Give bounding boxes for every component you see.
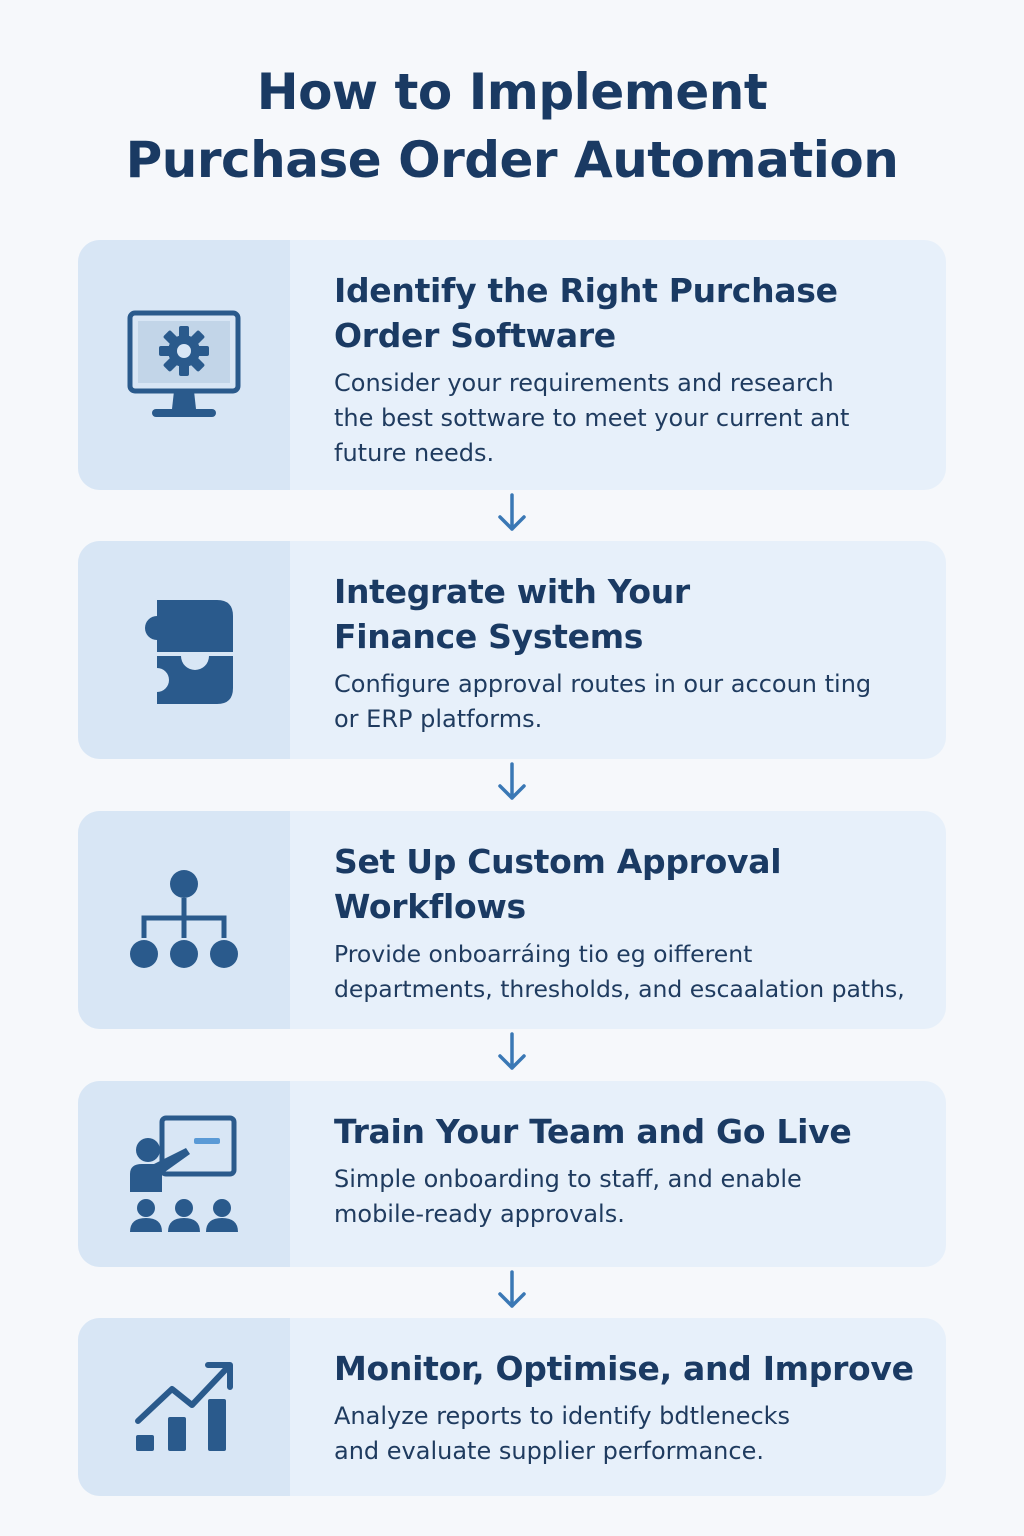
step-card-2: Integrate with Your Finance Systems Conf…	[78, 541, 946, 759]
step-5-heading: Monitor, Optimise, and Improve	[334, 1349, 914, 1388]
arrow-down-icon	[498, 493, 526, 531]
step-card-1: Identify the Right Purchase Order Softwa…	[78, 240, 946, 490]
step-2-description: Configure approval routes in our accoun …	[334, 670, 872, 733]
page-title: How to Implement Purchase Order Automati…	[0, 58, 1024, 194]
step-1-description: Consider your requirements and research …	[334, 369, 850, 467]
step-2-icon-panel	[78, 541, 290, 759]
title-line-2: Purchase Order Automation	[125, 131, 899, 189]
step-card-5: Monitor, Optimise, and Improve Analyze r…	[78, 1318, 946, 1496]
growth-chart-icon	[132, 1359, 236, 1455]
step-card-3: Set Up Custom Approval Workflows Provide…	[78, 811, 946, 1029]
step-4-icon-panel	[78, 1081, 290, 1267]
step-5-icon-panel	[78, 1318, 290, 1496]
step-card-4: Train Your Team and Go Live Simple onboa…	[78, 1081, 946, 1267]
arrow-down-icon	[498, 762, 526, 800]
arrow-down-icon	[498, 1032, 526, 1070]
monitor-gear-icon	[126, 307, 242, 423]
arrow-down-icon	[498, 1270, 526, 1308]
step-4-heading: Train Your Team and Go Live	[334, 1112, 852, 1151]
step-1-icon-panel	[78, 240, 290, 490]
org-chart-icon	[128, 868, 240, 972]
step-2-heading: Integrate with Your Finance Systems	[334, 572, 690, 656]
step-3-description: Provide onboarráing tio eg oifferent dep…	[334, 940, 905, 1003]
step-3-icon-panel	[78, 811, 290, 1029]
puzzle-piece-icon	[129, 594, 239, 706]
presentation-training-icon	[128, 1114, 240, 1234]
step-3-heading: Set Up Custom Approval Workflows	[334, 842, 782, 926]
step-1-heading: Identify the Right Purchase Order Softwa…	[334, 271, 838, 355]
step-5-description: Analyze reports to identify bdtlenecks a…	[334, 1402, 791, 1465]
title-line-1: How to Implement	[256, 63, 768, 121]
step-4-description: Simple onboarding to staff, and enable m…	[334, 1165, 802, 1228]
